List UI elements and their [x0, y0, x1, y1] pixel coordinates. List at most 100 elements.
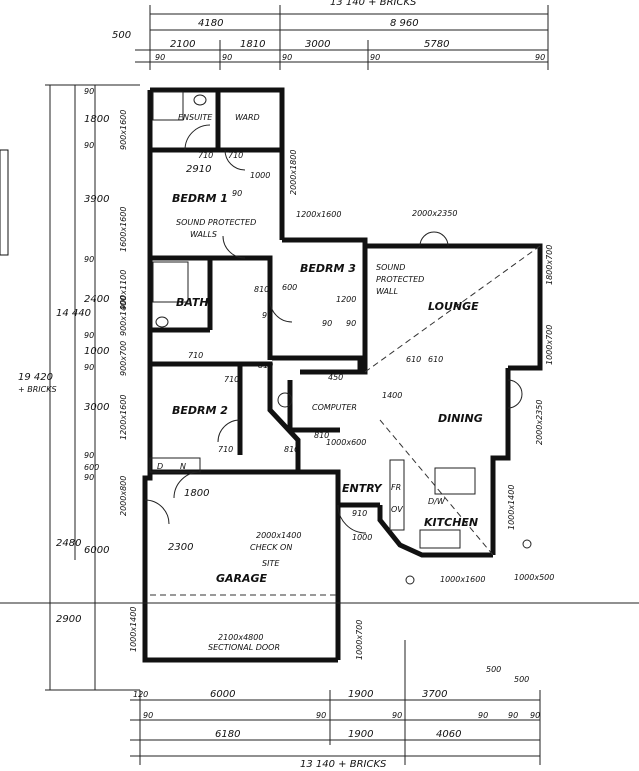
bottom-side-120: 120: [133, 690, 148, 699]
top-dimensions: 13 140 + BRICKS 4180 8 960 500 2100 1810…: [112, 0, 549, 70]
label-lounge: LOUNGE: [428, 300, 479, 313]
left-seg-2400: 2400: [84, 294, 109, 305]
label-2000x2350-top: 2000x2350: [412, 209, 457, 218]
label-2100x4800: 2100x4800: [218, 633, 263, 642]
top-dim-90e: 90: [535, 53, 545, 62]
window-label-900x1400: 900x1400: [119, 296, 128, 336]
label-kitchen: KITCHEN: [424, 516, 478, 529]
left-seg-3900: 3900: [84, 194, 109, 205]
label-710-c: 710: [188, 351, 203, 360]
label-1800: 1800: [184, 488, 209, 499]
left-seg-90: 90: [84, 87, 94, 96]
left-seg-1800: 1800: [84, 114, 109, 125]
left-overall-19420: 19 420: [18, 372, 53, 383]
label-bedroom1: BEDRM 1: [172, 192, 228, 205]
top-dim-90d: 90: [370, 53, 380, 62]
left-dimensions: 19 420 + BRICKS 14 440 90 1800 90 3900 9…: [18, 84, 140, 691]
label-1000x600: 1000x600: [326, 438, 366, 447]
label-1000x1600: 1000x1600: [440, 575, 485, 584]
label-610-a: 610: [406, 355, 421, 364]
label-sound-protected-1: SOUND PROTECTED: [176, 218, 256, 227]
window-label-900x1600: 900x1600: [119, 110, 128, 150]
bottom-dim-3700: 3700: [422, 689, 447, 700]
left-seg-90e: 90: [84, 363, 94, 372]
window-label-900x700: 900x700: [119, 341, 128, 376]
label-sound-walls: WALLS: [190, 230, 217, 239]
top-dim-90b: 90: [222, 53, 232, 62]
label-1000-a: 1000: [250, 171, 270, 180]
label-2000x2350-side: 2000x2350: [535, 400, 544, 445]
label-450: 450: [328, 373, 343, 382]
label-710-e: 710: [218, 445, 233, 454]
bottom-overall: 13 140 + BRICKS: [300, 759, 387, 770]
label-check-site: SITE: [262, 559, 280, 568]
bottom-dim-1900: 1900: [348, 689, 373, 700]
label-810-a: 810: [254, 285, 269, 294]
label-600: 600: [282, 283, 297, 292]
label-610-b: 610: [428, 355, 443, 364]
label-1200: 1200: [336, 295, 356, 304]
label-wall-2: WALL: [376, 287, 398, 296]
door-swings: [144, 124, 523, 534]
left-seg-3000: 3000: [84, 402, 109, 413]
label-1000x1400: 1000x1400: [507, 485, 516, 530]
label-bath: BATH: [176, 296, 209, 309]
label-sound-2: SOUND: [376, 263, 405, 272]
label-ensuite: ENSUITE: [178, 113, 213, 122]
left-seg-90b: 90: [84, 141, 94, 150]
label-90-a: 90: [232, 189, 242, 198]
top-dim-90a: 90: [155, 53, 165, 62]
label-2300: 2300: [168, 542, 193, 553]
left-seg-6000: 6000: [84, 545, 109, 556]
label-710-d: 710: [224, 375, 239, 384]
bottom-90f: 90: [530, 711, 540, 720]
bottom-90d: 90: [478, 711, 488, 720]
left-seg-2900: 2900: [56, 614, 81, 625]
top-dim-500: 500: [112, 30, 131, 41]
label-810-d: 810: [284, 445, 299, 454]
label-dw: D/W: [428, 497, 446, 506]
label-1000x500: 1000x500: [514, 573, 554, 582]
bottom-90e: 90: [508, 711, 518, 720]
label-bedroom3: BEDRM 3: [300, 262, 356, 275]
window-label-2000x800: 2000x800: [119, 476, 128, 516]
label-90-d: 90: [346, 319, 356, 328]
label-810-b: 810: [258, 361, 273, 370]
bottom-90a: 90: [143, 711, 153, 720]
left-overall-bricks: + BRICKS: [18, 385, 57, 394]
label-910: 910: [352, 509, 367, 518]
left-seg-90g: 90: [84, 473, 94, 482]
top-dim-8960: 8 960: [390, 18, 419, 29]
label-2000x1800: 2000x1800: [289, 150, 298, 195]
window-label-1600x1600: 1600x1600: [119, 207, 128, 252]
left-seg-600: 600: [84, 463, 99, 472]
window-label-1200x1600: 1200x1600: [119, 395, 128, 440]
label-710-b: 710: [228, 151, 243, 160]
window-label-900x1100: 900x1100: [119, 270, 128, 310]
label-dining: DINING: [438, 412, 483, 425]
label-entry: ENTRY: [342, 482, 383, 495]
label-1000: 1000: [352, 533, 372, 542]
label-90-b: 90: [262, 311, 272, 320]
opening-labels: 2910 2000x2350 2000x1800 1200x1600 1800x…: [157, 150, 554, 660]
window-label-1000x1400: 1000x1400: [129, 607, 138, 652]
label-810-c: 810: [314, 431, 329, 440]
bottom-dim-6180: 6180: [215, 729, 240, 740]
label-check-on: CHECK ON: [250, 543, 292, 552]
label-d: D: [157, 462, 163, 471]
label-1400: 1400: [382, 391, 402, 400]
top-dim-2100: 2100: [170, 39, 195, 50]
label-oven: OV: [391, 505, 403, 514]
bottom-dim-4060: 4060: [436, 729, 461, 740]
label-protected-2: PROTECTED: [376, 275, 424, 284]
label-garage: GARAGE: [216, 572, 268, 585]
label-2000x1400: 2000x1400: [256, 531, 301, 540]
left-seg-90d: 90: [84, 331, 94, 340]
top-dim-3000: 3000: [305, 39, 330, 50]
label-1000x700: 1000x700: [545, 325, 554, 365]
label-1800x700: 1800x700: [545, 245, 554, 285]
top-overall-label: 13 140 + BRICKS: [330, 0, 417, 8]
bottom-dim-1900b: 1900: [348, 729, 373, 740]
fixtures: [149, 91, 532, 585]
